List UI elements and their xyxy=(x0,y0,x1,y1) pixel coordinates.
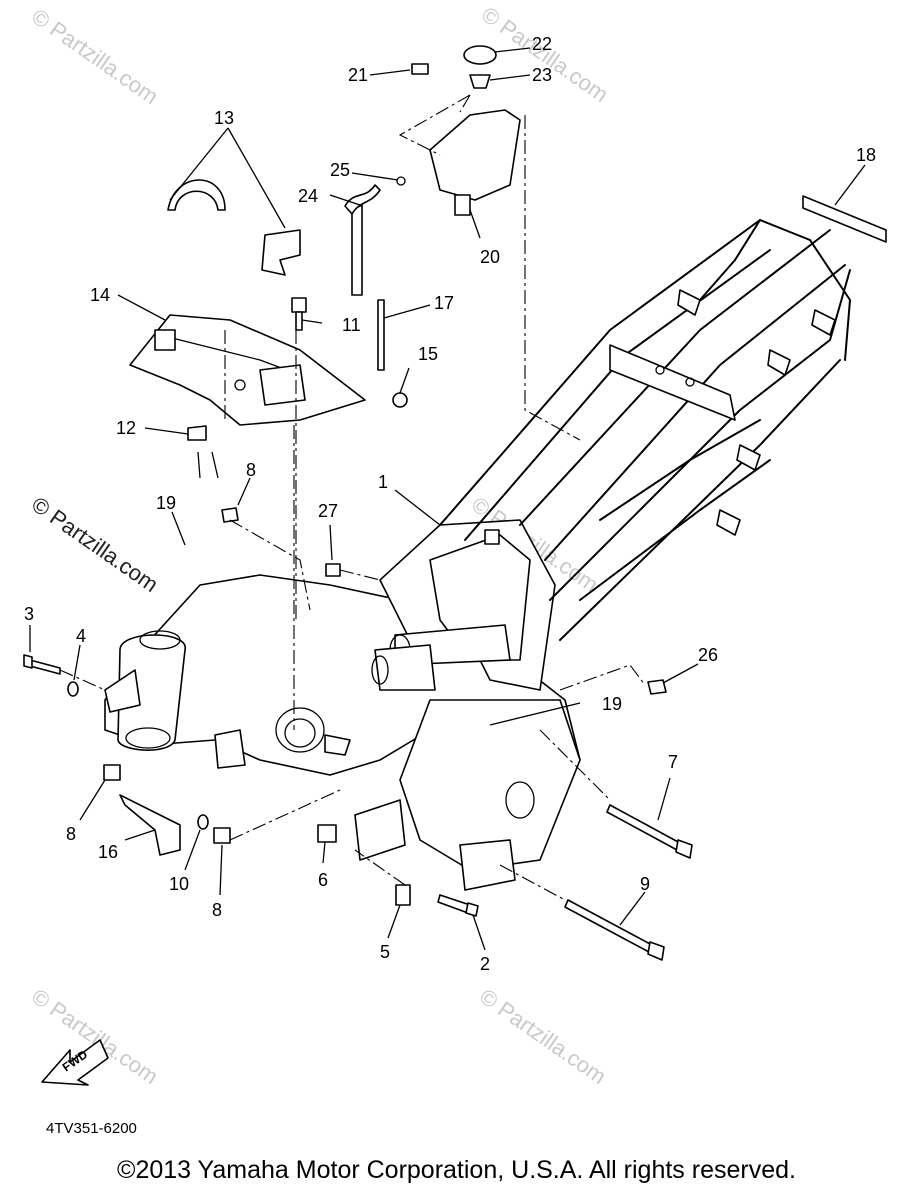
callout-layer: 1 2 3 4 5 6 7 8 8 8 9 10 11 12 13 14 15 … xyxy=(24,34,876,974)
callout-19: 19 xyxy=(602,694,622,714)
alignment-lines xyxy=(59,94,646,901)
callout-7: 7 xyxy=(668,752,678,772)
callout-8: 8 xyxy=(212,900,222,920)
callout-17: 17 xyxy=(434,293,454,313)
callout-10: 10 xyxy=(169,874,189,894)
callout-19: 19 xyxy=(156,493,176,513)
reservoir-assembly xyxy=(344,45,521,296)
callout-4: 4 xyxy=(76,626,86,646)
callout-1: 1 xyxy=(378,472,388,492)
callout-20: 20 xyxy=(480,247,500,267)
callout-12: 12 xyxy=(116,418,136,438)
watermark: © Partzilla.com xyxy=(27,492,163,598)
callout-11: 11 xyxy=(342,315,361,335)
callout-25: 25 xyxy=(330,160,350,180)
leader-lines xyxy=(29,47,866,951)
callout-14: 14 xyxy=(90,285,110,305)
diagram-code: 4TV351-6200 xyxy=(46,1120,137,1137)
callout-6: 6 xyxy=(318,870,328,890)
copyright-notice: ©2013 Yamaha Motor Corporation, U.S.A. A… xyxy=(117,1156,796,1184)
watermark: © Partzilla.com xyxy=(475,984,611,1090)
callout-8: 8 xyxy=(246,460,256,480)
callout-16: 16 xyxy=(98,842,118,862)
watermark: © Partzilla.com xyxy=(27,984,163,1090)
fwd-arrow-icon: FWD xyxy=(41,1039,109,1086)
pad xyxy=(802,195,887,243)
callout-22: 22 xyxy=(532,34,552,54)
callout-24: 24 xyxy=(298,186,318,206)
callout-15: 15 xyxy=(418,344,438,364)
watermark: © Partzilla.com xyxy=(27,4,163,110)
callout-26: 26 xyxy=(698,645,718,665)
callout-21: 21 xyxy=(348,65,368,85)
callout-2: 2 xyxy=(480,954,490,974)
callout-13: 13 xyxy=(214,108,234,128)
callout-23: 23 xyxy=(532,65,552,85)
callout-18: 18 xyxy=(856,145,876,165)
callout-27: 27 xyxy=(318,501,338,521)
callout-3: 3 xyxy=(24,604,34,624)
main-frame xyxy=(104,219,851,891)
callout-9: 9 xyxy=(640,874,650,894)
bracket-assembly xyxy=(129,179,408,441)
watermark: © Partzilla.com xyxy=(477,2,613,108)
callout-8: 8 xyxy=(66,824,76,844)
callout-5: 5 xyxy=(380,942,390,962)
fastener-group xyxy=(23,507,693,961)
